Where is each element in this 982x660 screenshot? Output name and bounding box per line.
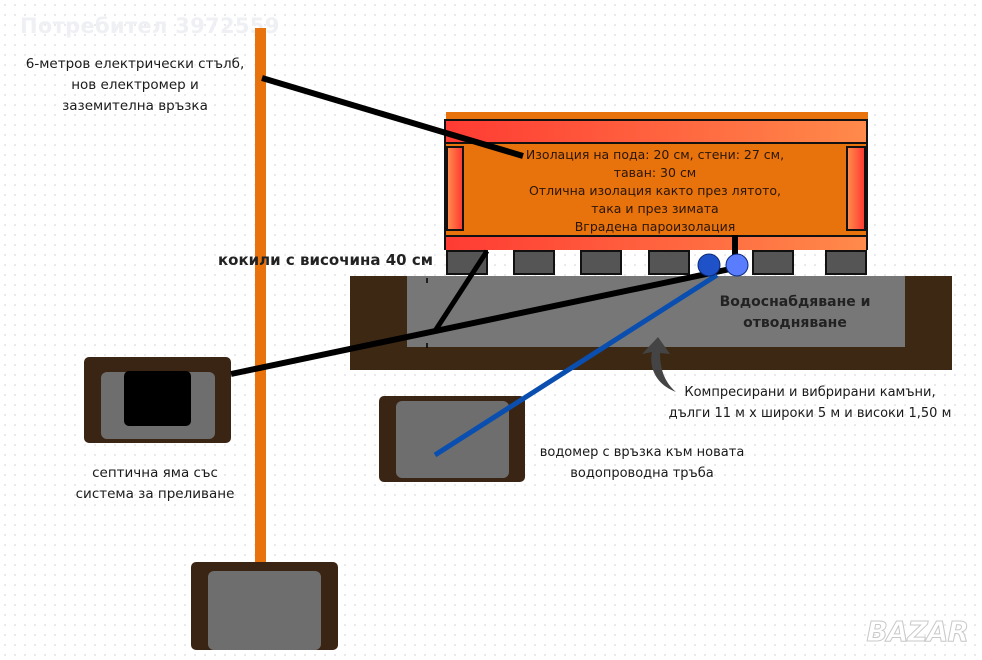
pole-base-inner xyxy=(208,571,321,650)
stilt xyxy=(752,250,794,275)
stilts-label: кокили с височина 40 см xyxy=(218,251,433,269)
stilt xyxy=(513,250,555,275)
septic-label-line: септична яма със xyxy=(92,465,218,481)
septic-label: септична яма със система за преливане xyxy=(60,463,250,505)
water-label-line: отводняване xyxy=(743,315,847,331)
water-label-line: Водоснабдяване и xyxy=(719,294,871,310)
septic-tank-lid xyxy=(124,371,191,426)
pole-label: 6-метров електрически стълб, нов електро… xyxy=(10,54,260,117)
right-wall-insulation xyxy=(846,146,866,231)
pole-label-line: нов електромер и xyxy=(71,77,199,93)
insulation-line: така и през зимата xyxy=(591,201,719,216)
insulation-line: Вградена пароизолация xyxy=(574,219,736,234)
pole-label-line: заземителна връзка xyxy=(62,98,208,114)
foundation-label-line: дълги 11 м х широки 5 м и високи 1,50 м xyxy=(668,406,952,421)
water-inlet-icon xyxy=(697,253,721,277)
left-wall-insulation xyxy=(446,146,464,231)
ceiling-insulation xyxy=(446,121,866,144)
water-pipe-line xyxy=(433,272,719,458)
stilt xyxy=(648,250,690,275)
power-cable-line xyxy=(261,75,524,159)
meter-label-line: водомер с връзка към новата xyxy=(539,445,745,460)
septic-label-line: система за преливане xyxy=(75,486,235,502)
meter-label-line: водопроводна тръба xyxy=(570,466,714,481)
pole-label-line: 6-метров електрически стълб, xyxy=(25,56,245,72)
stilt xyxy=(825,250,867,275)
floor-insulation xyxy=(446,235,866,250)
electric-pole xyxy=(255,28,266,563)
bazar-logo: BAZAR xyxy=(866,615,970,649)
curved-arrow-icon xyxy=(642,337,676,392)
foundation-label: Компресирани и вибрирани камъни, дълги 1… xyxy=(660,382,960,424)
stilt xyxy=(580,250,622,275)
foundation-label-line: Компресирани и вибрирани камъни, xyxy=(684,385,936,400)
house-roof-edge xyxy=(446,112,868,119)
water-meter-label: водомер с връзка към новата водопроводна… xyxy=(527,442,757,484)
user-watermark: Потребител 3972559 xyxy=(20,14,280,38)
insulation-line: Отлична изолация както през лятото, xyxy=(528,183,782,198)
sewer-pipe-line xyxy=(230,265,736,377)
insulation-description: Изолация на пода: 20 см, стени: 27 см, т… xyxy=(470,146,840,236)
insulation-line: таван: 30 см xyxy=(613,165,697,180)
insulation-line: Изолация на пода: 20 см, стени: 27 см, xyxy=(525,147,785,162)
grounding-line xyxy=(432,249,490,333)
drain-outlet-icon xyxy=(725,253,749,277)
water-meter-inner xyxy=(396,401,509,478)
water-supply-label: Водоснабдяване и отводняване xyxy=(700,292,890,334)
